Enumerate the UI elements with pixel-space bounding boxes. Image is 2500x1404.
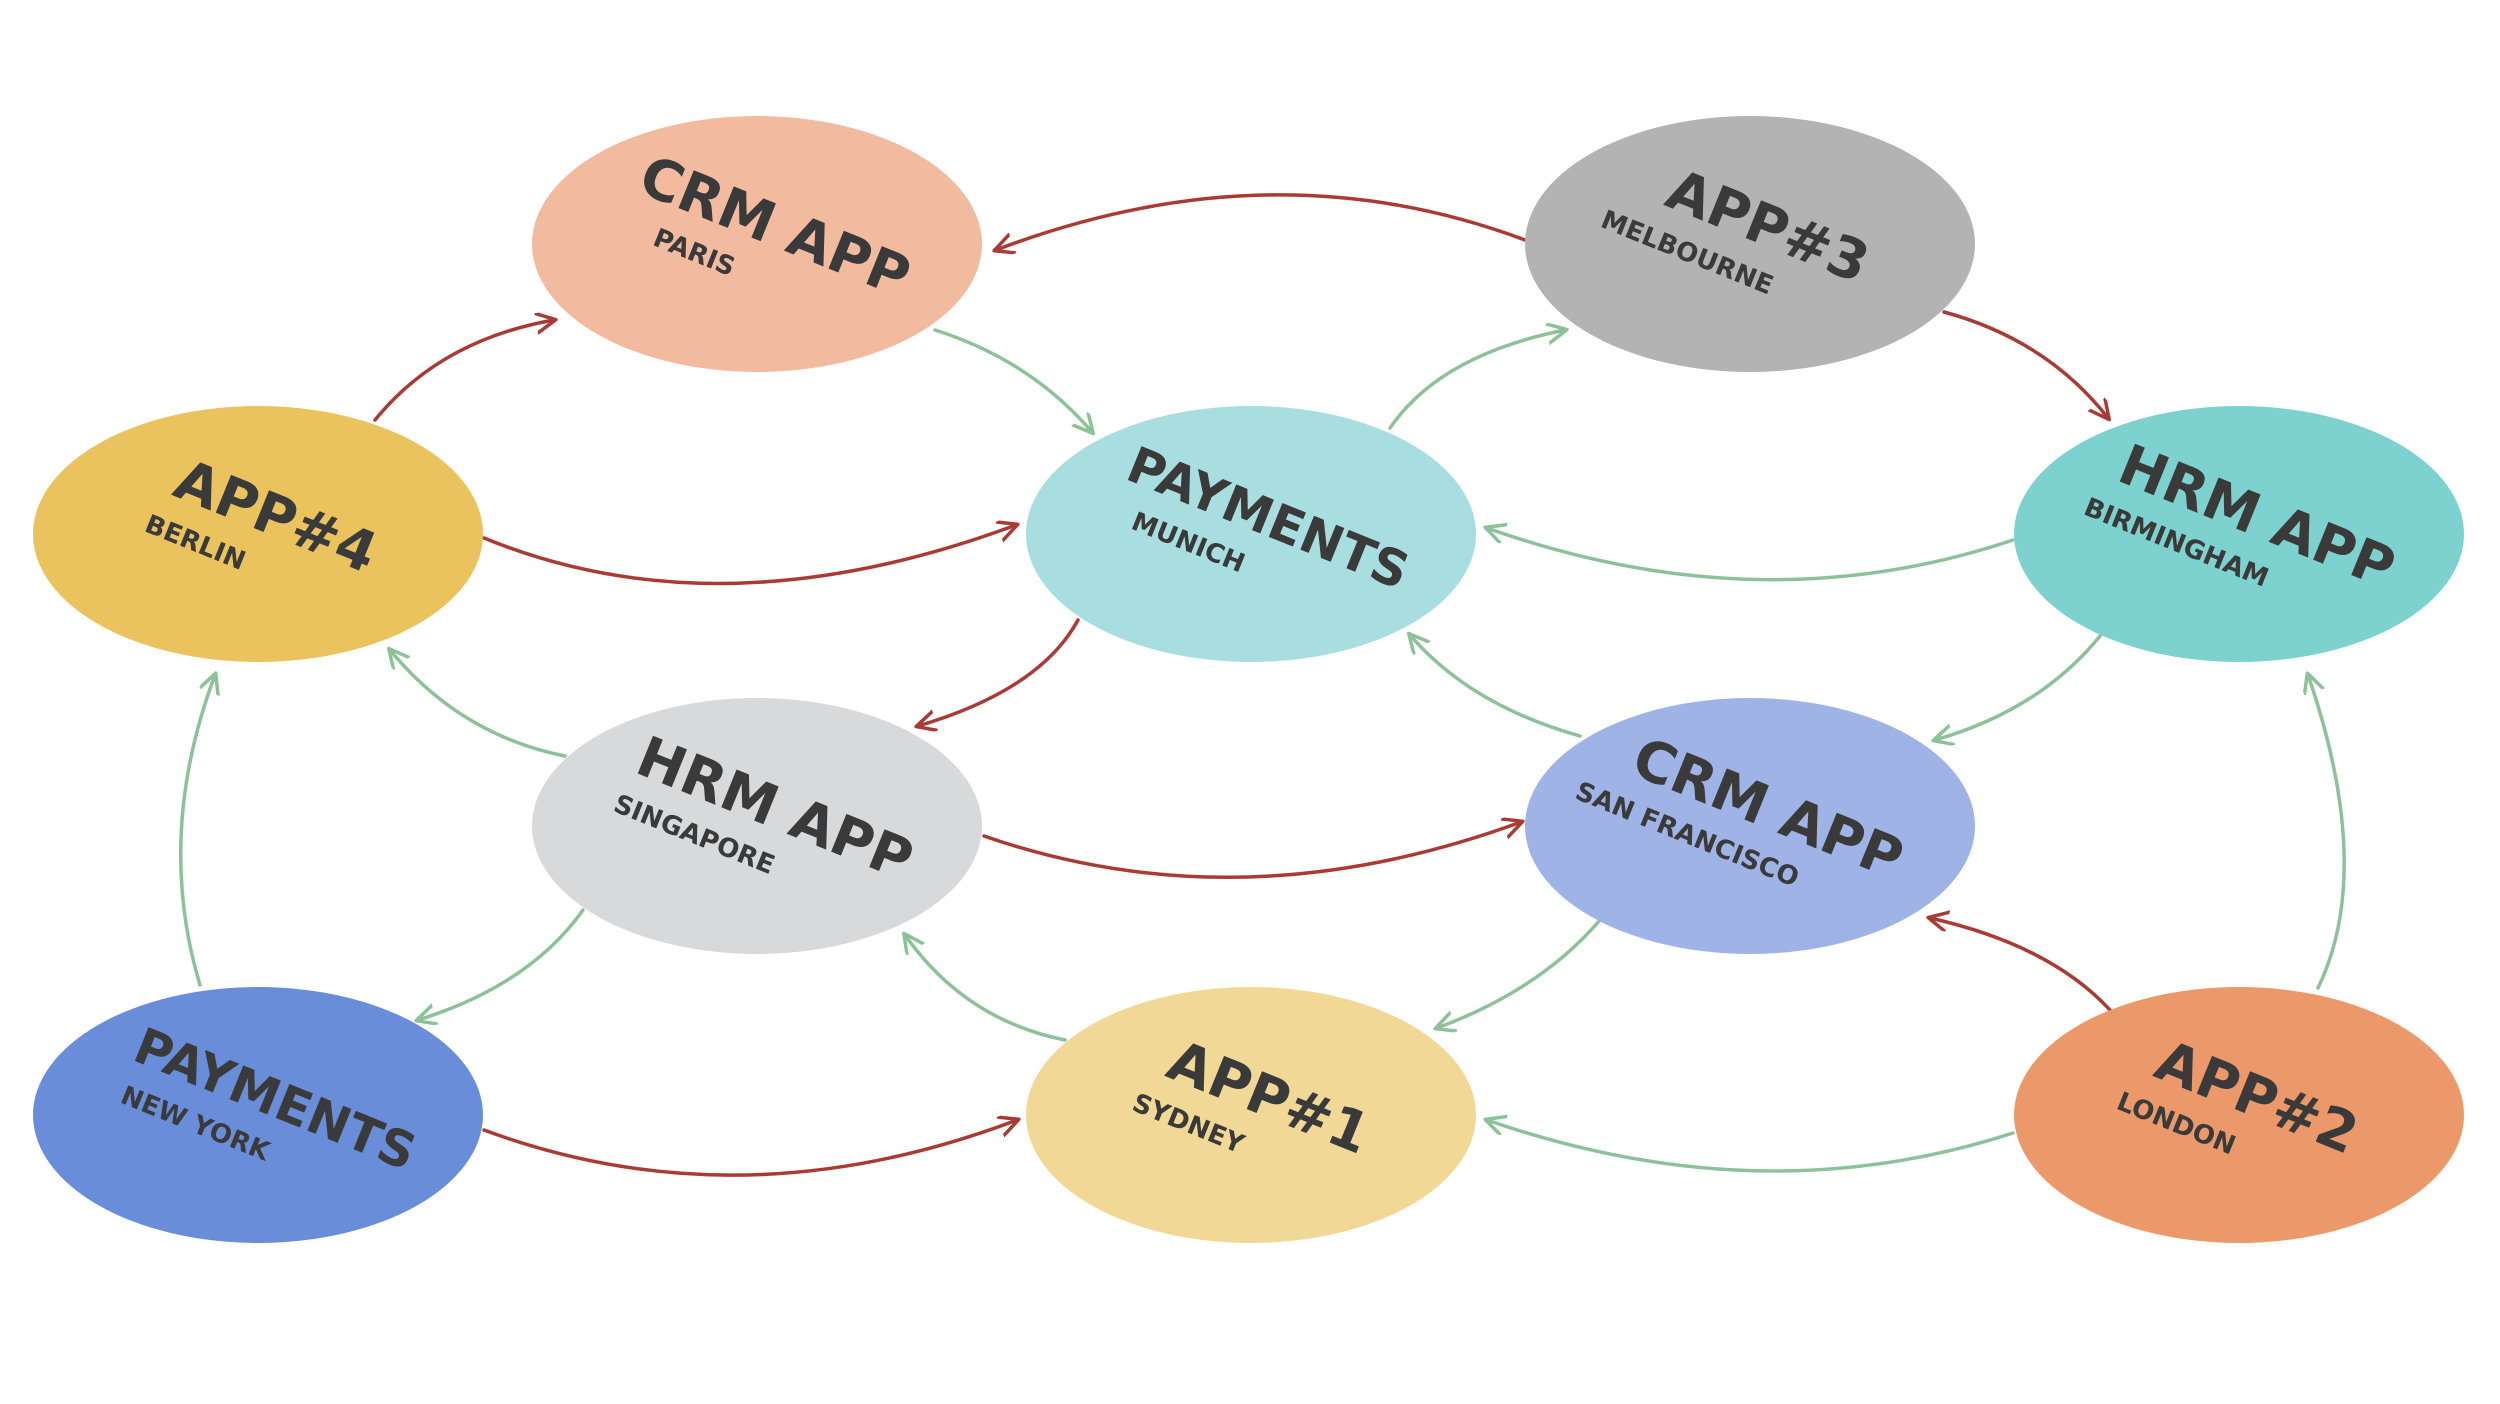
arrow-app3-melbourne-to-hrm-birmingham <box>1942 310 2108 418</box>
arrow-payments-munich-to-hrm-singapore <box>918 618 1080 726</box>
arrow-crm-sanfrancisco-to-payments-munich <box>1410 635 1582 738</box>
arrow-hrm-singapore-to-app4-berlin <box>390 650 567 758</box>
node-ellipse <box>532 698 982 954</box>
node-ellipse <box>33 406 483 662</box>
arrow-app2-london-to-app1-sydney <box>1487 1120 2015 1173</box>
arrow-hrm-birmingham-to-crm-sanfrancisco <box>1935 634 2102 740</box>
node-ellipse <box>1026 406 1476 662</box>
arrow-crm-paris-to-payments-munich <box>933 328 1092 432</box>
node-ellipse <box>1525 116 1975 372</box>
node-ellipse <box>532 116 982 372</box>
node-ellipse <box>1525 698 1975 954</box>
arrow-app4-berlin-to-payments-munich <box>482 525 1016 586</box>
node-ellipse <box>2014 406 2464 662</box>
arrow-hrm-singapore-to-payments-newyork <box>418 908 585 1020</box>
arrow-app1-sydney-to-hrm-singapore <box>905 935 1067 1042</box>
arrow-crm-sanfrancisco-to-app1-sydney <box>1437 918 1602 1028</box>
arrow-hrm-singapore-to-crm-sanfrancisco <box>982 822 1521 879</box>
arrow-app2-london-to-crm-sanfrancisco <box>1930 918 2112 1012</box>
node-ellipse <box>2014 987 2464 1243</box>
arrow-hrm-birmingham-to-payments-munich <box>1487 528 2015 582</box>
arrow-app4-berlin-to-crm-paris <box>373 320 554 422</box>
arrow-payments-newyork-to-app4-berlin <box>178 675 215 987</box>
node-ellipse <box>1026 987 1476 1243</box>
arrow-app2-london-to-hrm-birmingham <box>2308 675 2346 990</box>
node-ellipse <box>33 987 483 1243</box>
arrow-payments-newyork-to-app1-sydney <box>482 1120 1017 1177</box>
arrow-payments-munich-to-app3-melbourne <box>1388 330 1565 430</box>
arrow-app3-melbourne-to-crm-paris <box>996 193 1527 250</box>
